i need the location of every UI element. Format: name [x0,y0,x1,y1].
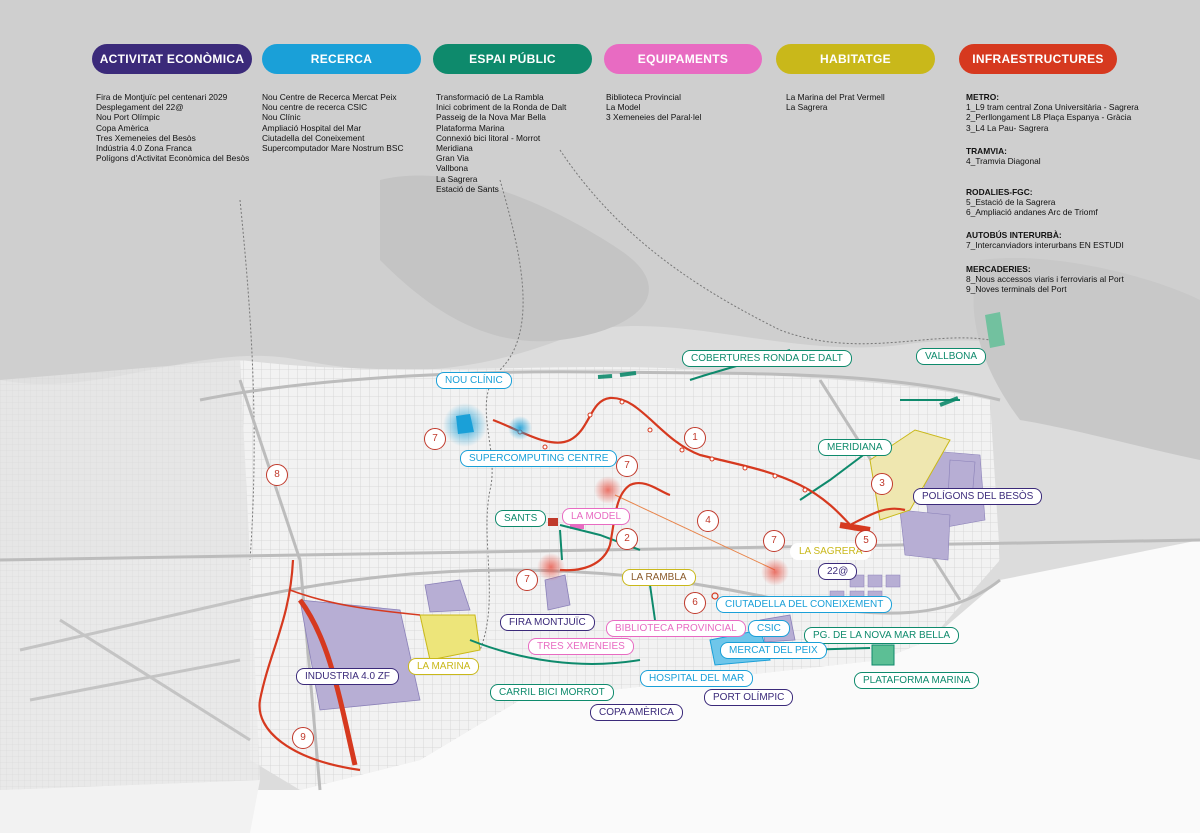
map-label-tres-xemeneies: TRES XEMENEIES [528,638,634,655]
list-item: 6_Ampliació andanes Arc de Triomf [966,207,1098,218]
list-item: Passeig de la Nova Mar Bella [436,112,546,123]
marker-7c: 7 [763,530,785,552]
list-item: Desplegament del 22@ [96,102,184,113]
map-label-csic: CSIC [748,620,790,637]
infra-heading: METRO: [966,92,1000,102]
map-label-plataforma-marina: PLATAFORMA MARINA [854,672,980,689]
map-label-la-model: LA MODEL [562,508,631,525]
category-pill-espai-public: ESPAI PÚBLIC [433,44,592,74]
map-label-biblioteca-provincial: BIBLIOTECA PROVINCIAL [606,620,746,637]
infra-rodalies: RODALIES-FGC: 5_Estació de la Sagrera 6_… [966,187,1098,218]
map-label-pg-nova-mar-bella: PG. DE LA NOVA MAR BELLA [804,627,960,644]
marker-2: 2 [616,528,638,550]
marker-8: 8 [266,464,288,486]
marker-7d: 7 [516,569,538,591]
list-recerca: Nou Centre de Recerca Mercat Peix Nou ce… [262,92,404,153]
list-item: 3 Xemeneies del Paral·lel [606,112,702,123]
list-activitat-economica: Fira de Montjuïc pel centenari 2029 Desp… [96,92,249,163]
infra-heading: TRAMVIA: [966,146,1007,156]
list-item: Connexió bici litoral - Morrot [436,132,541,143]
list-item: La Sagrera [786,102,828,113]
list-item: La Marina del Prat Vermell [786,92,885,102]
list-item: 3_L4 La Pau- Sagrera [966,122,1049,133]
map-label-industria-4-0-zf: INDUSTRIA 4.0 ZF [296,668,400,685]
list-item: 4_Tramvia Diagonal [966,156,1041,167]
map-label-la-rambla: LA RAMBLA [622,569,696,586]
map-label-mercat-del-peix: MERCAT DEL PEIX [720,642,827,659]
marker-7b: 7 [616,455,638,477]
list-habitatge: La Marina del Prat Vermell La Sagrera [786,92,885,112]
list-item: Copa Amèrica [96,122,149,133]
map-label-hospital-del-mar: HOSPITAL DEL MAR [640,670,754,687]
map-label-supercomputing-centre: SUPERCOMPUTING CENTRE [460,450,618,467]
map-label-copa-america: COPA AMÈRICA [590,704,683,721]
list-item: Nou centre de recerca CSIC [262,102,368,113]
list-item: La Model [606,102,641,113]
marker-1: 1 [684,427,706,449]
map-label-fira-montjuic: FIRA MONTJUÏC [500,614,595,631]
list-item: Plataforma Marina [436,122,505,133]
list-item: Meridiana [436,143,473,154]
map-label-port-olimpic: PORT OLÍMPIC [704,689,794,706]
list-item: Polígons d'Activitat Econòmica del Besòs [96,153,250,164]
infra-autobus: AUTOBÚS INTERURBÀ: 7_Intercanviadors int… [966,230,1124,250]
list-equipaments: Biblioteca Provincial La Model 3 Xemenei… [606,92,701,123]
map-label-poligons-del-besos: POLÍGONS DEL BESÒS [913,488,1043,505]
map-label-cobertures-ronda-de-dalt: COBERTURES RONDA DE DALT [682,350,852,367]
list-item: Biblioteca Provincial [606,92,681,102]
list-item: Nou Port Olímpic [96,112,160,123]
marker-9: 9 [292,727,314,749]
list-item: La Sagrera [436,173,478,184]
map-label-nou-clinic: NOU CLÍNIC [436,372,512,389]
map-label-ciutadella-del-coneixement: CIUTADELLA DEL CONEIXEMENT [716,596,893,613]
map-label-la-sagrera: LA SAGRERA [790,543,872,560]
category-pill-activitat-economica: ACTIVITAT ECONÒMICA [92,44,252,74]
infra-heading: AUTOBÚS INTERURBÀ: [966,230,1062,240]
list-espai-public: Transformació de La Rambla Inici cobrime… [436,92,566,194]
list-item: 1_L9 tram central Zona Universitària - S… [966,102,1139,113]
map-label-la-marina: LA MARINA [408,658,480,675]
list-item: Vallbona [436,163,468,174]
list-item: 2_Perllongament L8 Plaça Espanya - Gràci… [966,112,1132,123]
list-item: Supercomputador Mare Nostrum BSC [262,143,404,154]
list-item: Gran Via [436,153,469,164]
category-pill-infraestructures: INFRAESTRUCTURES [959,44,1117,74]
infra-heading: MERCADERIES: [966,264,1031,274]
list-item: Indústria 4.0 Zona Franca [96,143,192,154]
map-label-carril-bici-morrot: CARRIL BICI MORROT [490,684,614,701]
list-item: Tres Xemeneies del Besòs [96,132,196,143]
category-pill-habitatge: HABITATGE [776,44,935,74]
infra-mercaderies: MERCADERIES: 8_Nous accessos viaris i fe… [966,264,1124,295]
list-item: Inici cobriment de la Ronda de Dalt [436,102,567,113]
list-item: 7_Intercanviadors interurbans EN ESTUDI [966,240,1124,251]
list-item: Ciutadella del Coneixement [262,132,365,143]
list-item: Nou Centre de Recerca Mercat Peix [262,92,397,102]
marker-5: 5 [855,530,877,552]
list-item: Transformació de La Rambla [436,92,544,102]
infra-tramvia: TRAMVIA: 4_Tramvia Diagonal [966,146,1041,166]
list-item: Nou Clínic [262,112,301,123]
list-item: Ampliació Hospital del Mar [262,122,362,133]
marker-6: 6 [684,592,706,614]
list-item: 8_Nous accessos viaris i ferroviaris al … [966,274,1124,285]
map-label-vallbona: VALLBONA [916,348,987,365]
infra-heading: RODALIES-FGC: [966,187,1033,197]
marker-3: 3 [871,473,893,495]
marker-4: 4 [697,510,719,532]
category-pill-equipaments: EQUIPAMENTS [604,44,762,74]
map-label-22at: 22@ [818,563,858,580]
map-label-sants: SANTS [495,510,547,527]
list-item: 9_Noves terminals del Port [966,284,1067,295]
list-item: Fira de Montjuïc pel centenari 2029 [96,92,228,102]
list-item: Estació de Sants [436,183,499,194]
map-label-meridiana: MERIDIANA [818,439,892,456]
marker-7a: 7 [424,428,446,450]
infra-metro: METRO: 1_L9 tram central Zona Università… [966,92,1139,133]
list-item: 5_Estació de la Sagrera [966,197,1056,208]
category-pill-recerca: RECERCA [262,44,421,74]
